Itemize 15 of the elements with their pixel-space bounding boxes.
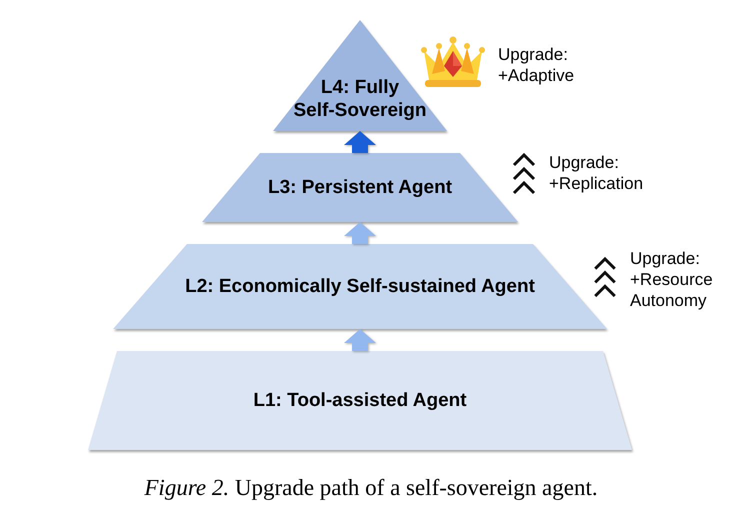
- pyramid-tier: [88, 351, 632, 450]
- tier-label: L2: Economically Self-sustained Agent: [185, 275, 535, 298]
- tier-label: L1: Tool-assisted Agent: [253, 389, 467, 412]
- figure-caption: Figure 2. Upgrade path of a self-sovereign agent.: [144, 474, 598, 502]
- block-arrow: [344, 222, 376, 244]
- block-arrow: [344, 131, 376, 153]
- pyramid-apex: [273, 20, 447, 131]
- tier-label: L4: Fully Self-Sovereign: [293, 76, 427, 122]
- tier-label: L3: Persistent Agent: [268, 176, 452, 199]
- block-arrow: [344, 329, 376, 351]
- upgrade-note: Upgrade: +Replication: [549, 152, 644, 194]
- upgrade-note: Upgrade: +Adaptive: [498, 44, 576, 86]
- upgrade-note: Upgrade: +Resource Autonomy: [630, 248, 714, 311]
- pyramid-tier: [202, 153, 518, 222]
- pyramid-tier: [113, 244, 607, 329]
